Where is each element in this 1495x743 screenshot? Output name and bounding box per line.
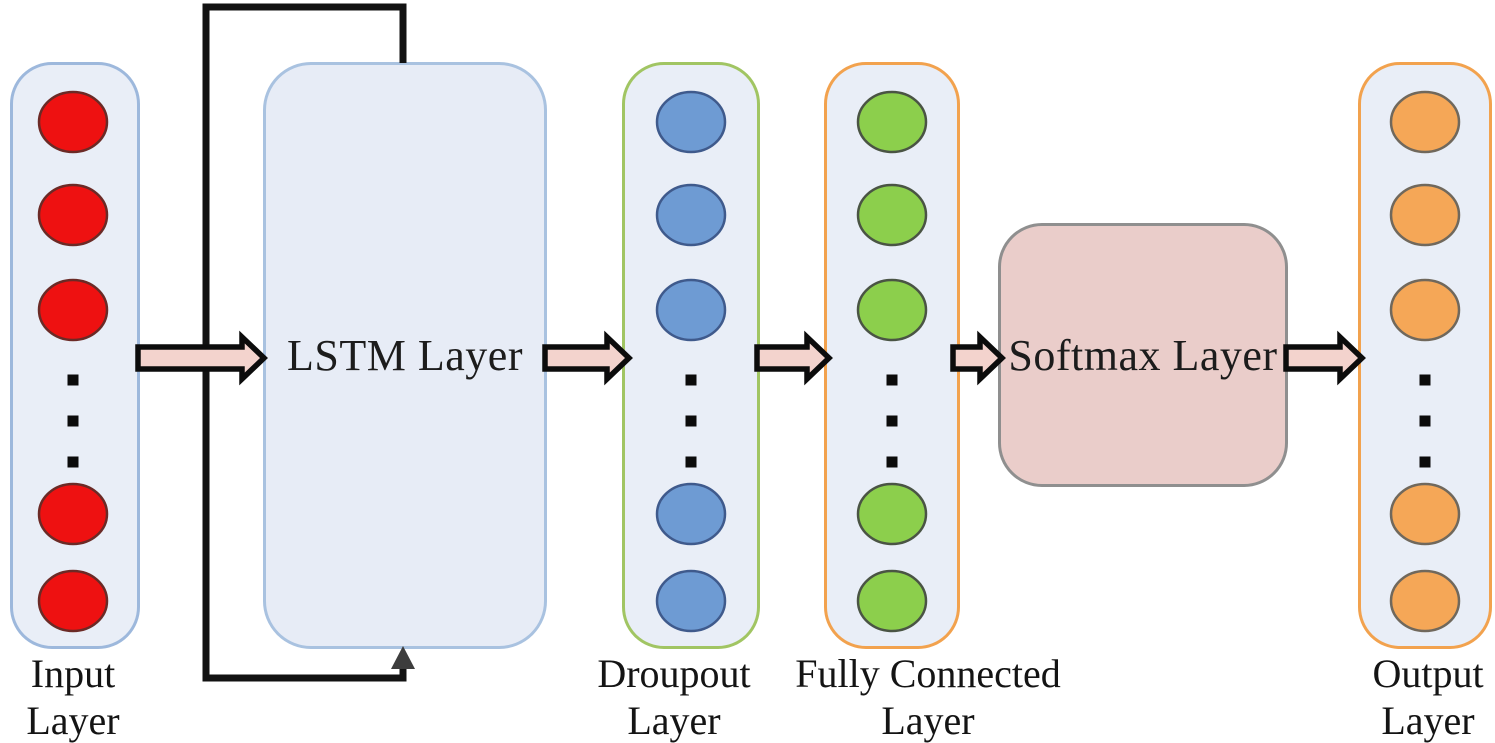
recurrent-loop-arrowhead-icon — [391, 646, 415, 669]
flow-arrow-softmax-to-output — [1283, 330, 1366, 386]
input-layer-box — [10, 62, 140, 649]
fully-connected-layer-label: Fully Connected Layer — [795, 651, 1061, 743]
lstm-layer-title: LSTM Layer — [287, 331, 523, 380]
flow-arrow-input-to-lstm — [135, 330, 268, 386]
softmax-layer-title: Softmax Layer — [1008, 330, 1278, 380]
softmax-layer-box: Softmax Layer — [998, 223, 1288, 487]
flow-arrow-fc-to-softmax — [950, 330, 1006, 386]
lstm-layer-box: LSTM Layer — [263, 62, 547, 649]
dropout-layer-label: Droupout Layer — [597, 651, 751, 743]
dropout-layer-box — [622, 62, 760, 649]
fully-connected-layer-box — [824, 62, 960, 649]
output-layer-box — [1358, 62, 1492, 649]
flow-arrow-lstm-to-dropout — [542, 330, 633, 386]
input-layer-label: Input Layer — [26, 651, 120, 743]
output-layer-label: Output Layer — [1372, 651, 1484, 743]
flow-arrow-dropout-to-fc — [754, 330, 833, 386]
